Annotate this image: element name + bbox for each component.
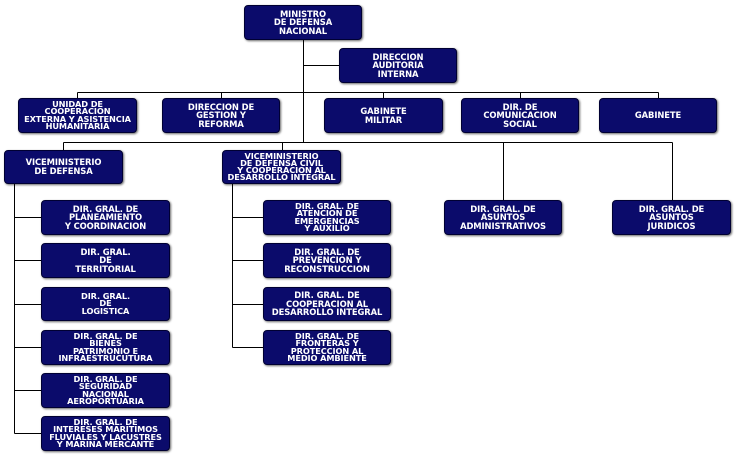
node-gabinete-militar[interactable]: GABINETE MILITAR bbox=[324, 98, 443, 133]
node-logistica[interactable]: DIR. GRAL. DE LOGISTICA bbox=[41, 287, 170, 321]
node-fronteras[interactable]: DIR. GRAL. DE FRONTERAS Y PROTECCION AL … bbox=[263, 330, 391, 365]
node-cooperacion-desarrollo[interactable]: DIR. GRAL. DE COOPERACION AL DESARROLLO … bbox=[263, 287, 391, 321]
node-bienes[interactable]: DIR. GRAL. DE BIENES PATRIMONIO E INFRAE… bbox=[41, 330, 170, 365]
node-asuntos-juridicos[interactable]: DIR. GRAL. DE ASUNTOS JURIDICOS bbox=[612, 200, 731, 235]
node-planeamiento[interactable]: DIR. GRAL. DE PLANEAMIENTO Y COORDINACIO… bbox=[41, 200, 170, 235]
node-comunicacion-social[interactable]: DIR. DE COMUNICACION SOCIAL bbox=[461, 98, 579, 133]
node-gabinete[interactable]: GABINETE bbox=[599, 98, 717, 133]
node-territorial[interactable]: DIR. GRAL. DE TERRITORIAL bbox=[41, 243, 170, 278]
node-seguridad-aeroportuaria[interactable]: DIR. GRAL. DE SEGURIDAD NACIONAL AEROPOR… bbox=[41, 373, 170, 408]
node-ministro[interactable]: MINISTRO DE DEFENSA NACIONAL bbox=[244, 5, 362, 40]
node-intereses-maritimos[interactable]: DIR. GRAL. DE INTERESES MARITIMOS FLUVIA… bbox=[41, 416, 170, 451]
node-emergencias[interactable]: DIR. GRAL. DE ATENCION DE EMERGENCIAS Y … bbox=[263, 200, 391, 235]
node-gestion-reforma[interactable]: DIRECCION DE GESTION Y REFORMA bbox=[162, 98, 280, 133]
node-asuntos-administrativos[interactable]: DIR. GRAL. DE ASUNTOS ADMINISTRATIVOS bbox=[444, 200, 562, 235]
node-prevencion[interactable]: DIR. GRAL. DE PREVENCION Y RECONSTRUCCIO… bbox=[263, 243, 391, 278]
node-auditoria-interna[interactable]: DIRECCION AUDITORIA INTERNA bbox=[339, 48, 457, 83]
node-cooperacion-externa[interactable]: UNIDAD DE COOPERACION EXTERNA Y ASISTENC… bbox=[18, 98, 137, 133]
node-vice-defensa[interactable]: VICEMINISTERIO DE DEFENSA bbox=[4, 150, 123, 184]
node-vice-civil[interactable]: VICEMINISTERIO DE DEFENSA CIVIL Y COOPER… bbox=[222, 150, 341, 184]
